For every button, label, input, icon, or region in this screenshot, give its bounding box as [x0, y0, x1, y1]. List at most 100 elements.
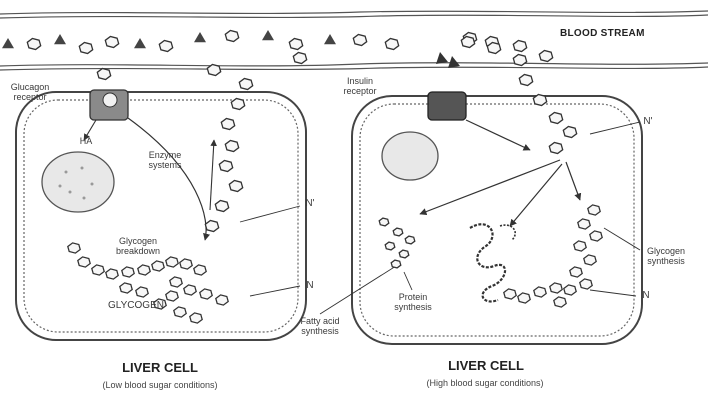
- glucose-molecule: [180, 259, 192, 269]
- glucose-molecule: [200, 289, 212, 299]
- glucose-molecule: [578, 219, 590, 229]
- glucose-molecule: [393, 228, 403, 236]
- glucose-molecule: [97, 69, 110, 80]
- glucagon-receptor-label: Glucagon receptor: [0, 82, 60, 102]
- glucose-molecule: [289, 39, 302, 50]
- glucose-molecule: [513, 41, 526, 52]
- glucose-molecule: [207, 65, 220, 76]
- hormone-molecule: [262, 30, 274, 40]
- blood-stream-label: BLOOD STREAM: [560, 28, 645, 39]
- glucose-molecule: [184, 285, 196, 295]
- glucose-molecule: [385, 242, 395, 250]
- glucose-molecule: [574, 241, 586, 251]
- right-n-label: N: [636, 290, 656, 301]
- glucose-molecule: [504, 289, 516, 299]
- glucose-molecule: [549, 143, 562, 154]
- ha-label: HA: [66, 136, 106, 146]
- right-arrow-protein: [420, 160, 560, 214]
- glucose-molecule: [239, 79, 252, 90]
- glucose-molecule: [120, 283, 132, 293]
- glucose-molecule: [570, 267, 582, 277]
- hormone-molecule: [134, 38, 146, 48]
- hormone-molecule: [194, 32, 206, 42]
- glucose-molecule: [221, 119, 234, 130]
- left-n-pointer: [250, 286, 300, 296]
- right-glycogen-cluster: [504, 205, 602, 307]
- right-cell-subtitle: (High blood sugar conditions): [370, 378, 600, 388]
- glucose-molecule: [152, 261, 164, 271]
- glucose-molecule: [564, 285, 576, 295]
- left-cell-membrane-inner: [24, 100, 298, 332]
- glucose-molecule: [194, 265, 206, 275]
- left-n-label: N: [300, 280, 320, 291]
- glucose-molecule: [405, 236, 415, 244]
- glucose-molecule: [533, 95, 546, 106]
- glucose-molecule: [580, 279, 592, 289]
- right-cell-title: LIVER CELL: [396, 358, 576, 373]
- glucose-molecule: [138, 265, 150, 275]
- glucose-molecule: [550, 283, 562, 293]
- glucose-molecule: [518, 293, 530, 303]
- glucose-molecule: [68, 243, 80, 253]
- glucose-molecule: [588, 205, 600, 215]
- protein-synthesis-label: Protein synthesis: [378, 292, 448, 312]
- glycogen-breakdown-label: Glycogen breakdown: [100, 236, 176, 256]
- glycogen-label: GLYCOGEN: [96, 300, 176, 311]
- left-release-arrow: [210, 140, 214, 210]
- glucose-molecule: [27, 39, 40, 50]
- glucose-molecule: [166, 257, 178, 267]
- glucose-molecule: [584, 255, 596, 265]
- glucose-molecule: [159, 41, 172, 52]
- glucose-molecule: [539, 51, 552, 62]
- right-nucleus: [382, 132, 438, 180]
- hormone-molecule: [324, 34, 336, 44]
- glucose-molecule: [487, 43, 500, 54]
- insulin-receptor: [428, 92, 466, 120]
- glucose-molecule: [215, 201, 228, 212]
- glucose-molecule: [219, 161, 232, 172]
- glucose-molecule: [105, 37, 118, 48]
- left-nprime-pointer: [240, 206, 300, 222]
- left-signal-arrow: [128, 118, 206, 240]
- hormone-molecule: [54, 34, 66, 44]
- glucose-molecule: [225, 31, 238, 42]
- glucose-molecule: [563, 127, 576, 138]
- protein-cluster: [379, 218, 415, 268]
- right-n-prime-label: N': [638, 116, 658, 127]
- protein-pointer: [404, 272, 412, 290]
- fatty-acid-synthesis-label: Fatty acid synthesis: [280, 316, 360, 336]
- glucose-molecule: [590, 231, 602, 241]
- glucose-molecule: [190, 313, 202, 323]
- glucose-molecule: [391, 260, 401, 268]
- hormone-molecule: [2, 38, 14, 48]
- glucose-molecule: [136, 287, 148, 297]
- fatty-acid-chain: [470, 224, 505, 301]
- left-cell-subtitle: (Low blood sugar conditions): [50, 380, 270, 390]
- glucose-molecule: [534, 287, 546, 297]
- glucose-molecule: [225, 141, 238, 152]
- left-nucleus: [42, 152, 114, 212]
- glucose-molecule: [293, 53, 306, 64]
- enzyme-systems-label: Enzyme systems: [128, 150, 202, 170]
- glucose-molecule: [399, 250, 409, 258]
- glucose-molecule: [385, 39, 398, 50]
- glucose-molecule: [519, 75, 532, 86]
- glucose-molecule: [231, 99, 244, 110]
- right-arrow-fatty: [510, 164, 562, 226]
- right-arrow-glycogen: [566, 162, 580, 200]
- glucose-molecule: [170, 277, 182, 287]
- glucose-molecule: [92, 265, 104, 275]
- glucose-molecule: [549, 113, 562, 124]
- glucose-molecule: [216, 295, 228, 305]
- insulin-receptor-label: Insulin receptor: [330, 76, 390, 96]
- glucose-molecule: [461, 37, 474, 48]
- glucose-molecule: [205, 221, 218, 232]
- glucose-molecule: [229, 181, 242, 192]
- glucose-molecule: [379, 218, 389, 226]
- left-n-prime-label: N': [300, 198, 320, 209]
- glucose-molecule: [79, 43, 92, 54]
- glucose-molecule: [122, 267, 134, 277]
- right-receptor-arrow: [466, 120, 530, 150]
- left-cell-title: LIVER CELL: [70, 360, 250, 375]
